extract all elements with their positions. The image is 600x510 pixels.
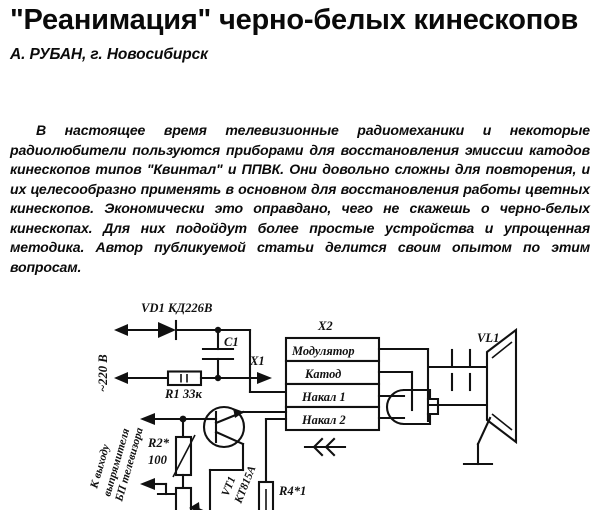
connector-x1-label: X1 xyxy=(249,354,265,368)
resistor-r2-symbol xyxy=(172,417,196,490)
connector-x2-label: X2 xyxy=(317,319,333,333)
mains-voltage-label: ~220 B xyxy=(96,354,110,392)
rectifier-output-note: К выходу выпрямителя БП телевизора xyxy=(88,426,146,504)
resistor-r1-label: R1 33к xyxy=(164,387,202,401)
capacitor-label: C1 xyxy=(224,335,239,349)
diode-vd1-symbol xyxy=(158,319,220,341)
resistor-r2-value-label: 100 xyxy=(148,453,168,467)
rectifier-bottom-terminal-arrow xyxy=(140,478,176,496)
resistor-r4-symbol xyxy=(257,417,288,510)
connector-x2-block: Модулятор Катод Накал 1 Накал 2 xyxy=(284,336,381,432)
article-header: "Реанимация" черно-белых кинескопов А. Р… xyxy=(10,4,594,64)
x2-pin-label: Накал 1 xyxy=(301,390,346,404)
x2-pin-label: Модулятор xyxy=(291,344,355,358)
resistor-r3-symbol xyxy=(174,468,212,510)
crt-socket-symbol xyxy=(385,388,440,426)
x2-pin-label: Катод xyxy=(304,367,341,381)
transistor-vt1-symbol xyxy=(202,405,288,472)
resistor-r2-ref-label: R2* xyxy=(147,436,170,450)
page-title: "Реанимация" черно-белых кинескопов xyxy=(10,4,579,36)
lead-paragraph: В настоящее время телевизионные радиомех… xyxy=(10,122,590,275)
x2-pin-label: Накал 2 xyxy=(301,413,346,427)
crt-vl1-symbol xyxy=(428,327,518,466)
resistor-r4-label: R4*1 xyxy=(278,484,306,498)
mains-bottom-terminal-arrow xyxy=(114,372,170,384)
crt-label: VL1 xyxy=(477,331,499,345)
rectifier-top-terminal-arrow xyxy=(140,413,206,425)
diode-label: VD1 КД226В xyxy=(141,301,212,315)
connector-direction-arrow xyxy=(303,437,347,457)
connector-x1-symbol xyxy=(230,372,272,384)
byline: А. РУБАН, г. Новосибирск xyxy=(10,46,208,64)
schematic-diagram: ~220 B VD1 КД226В C1 xyxy=(0,292,600,510)
mains-top-terminal-arrow xyxy=(114,324,160,336)
